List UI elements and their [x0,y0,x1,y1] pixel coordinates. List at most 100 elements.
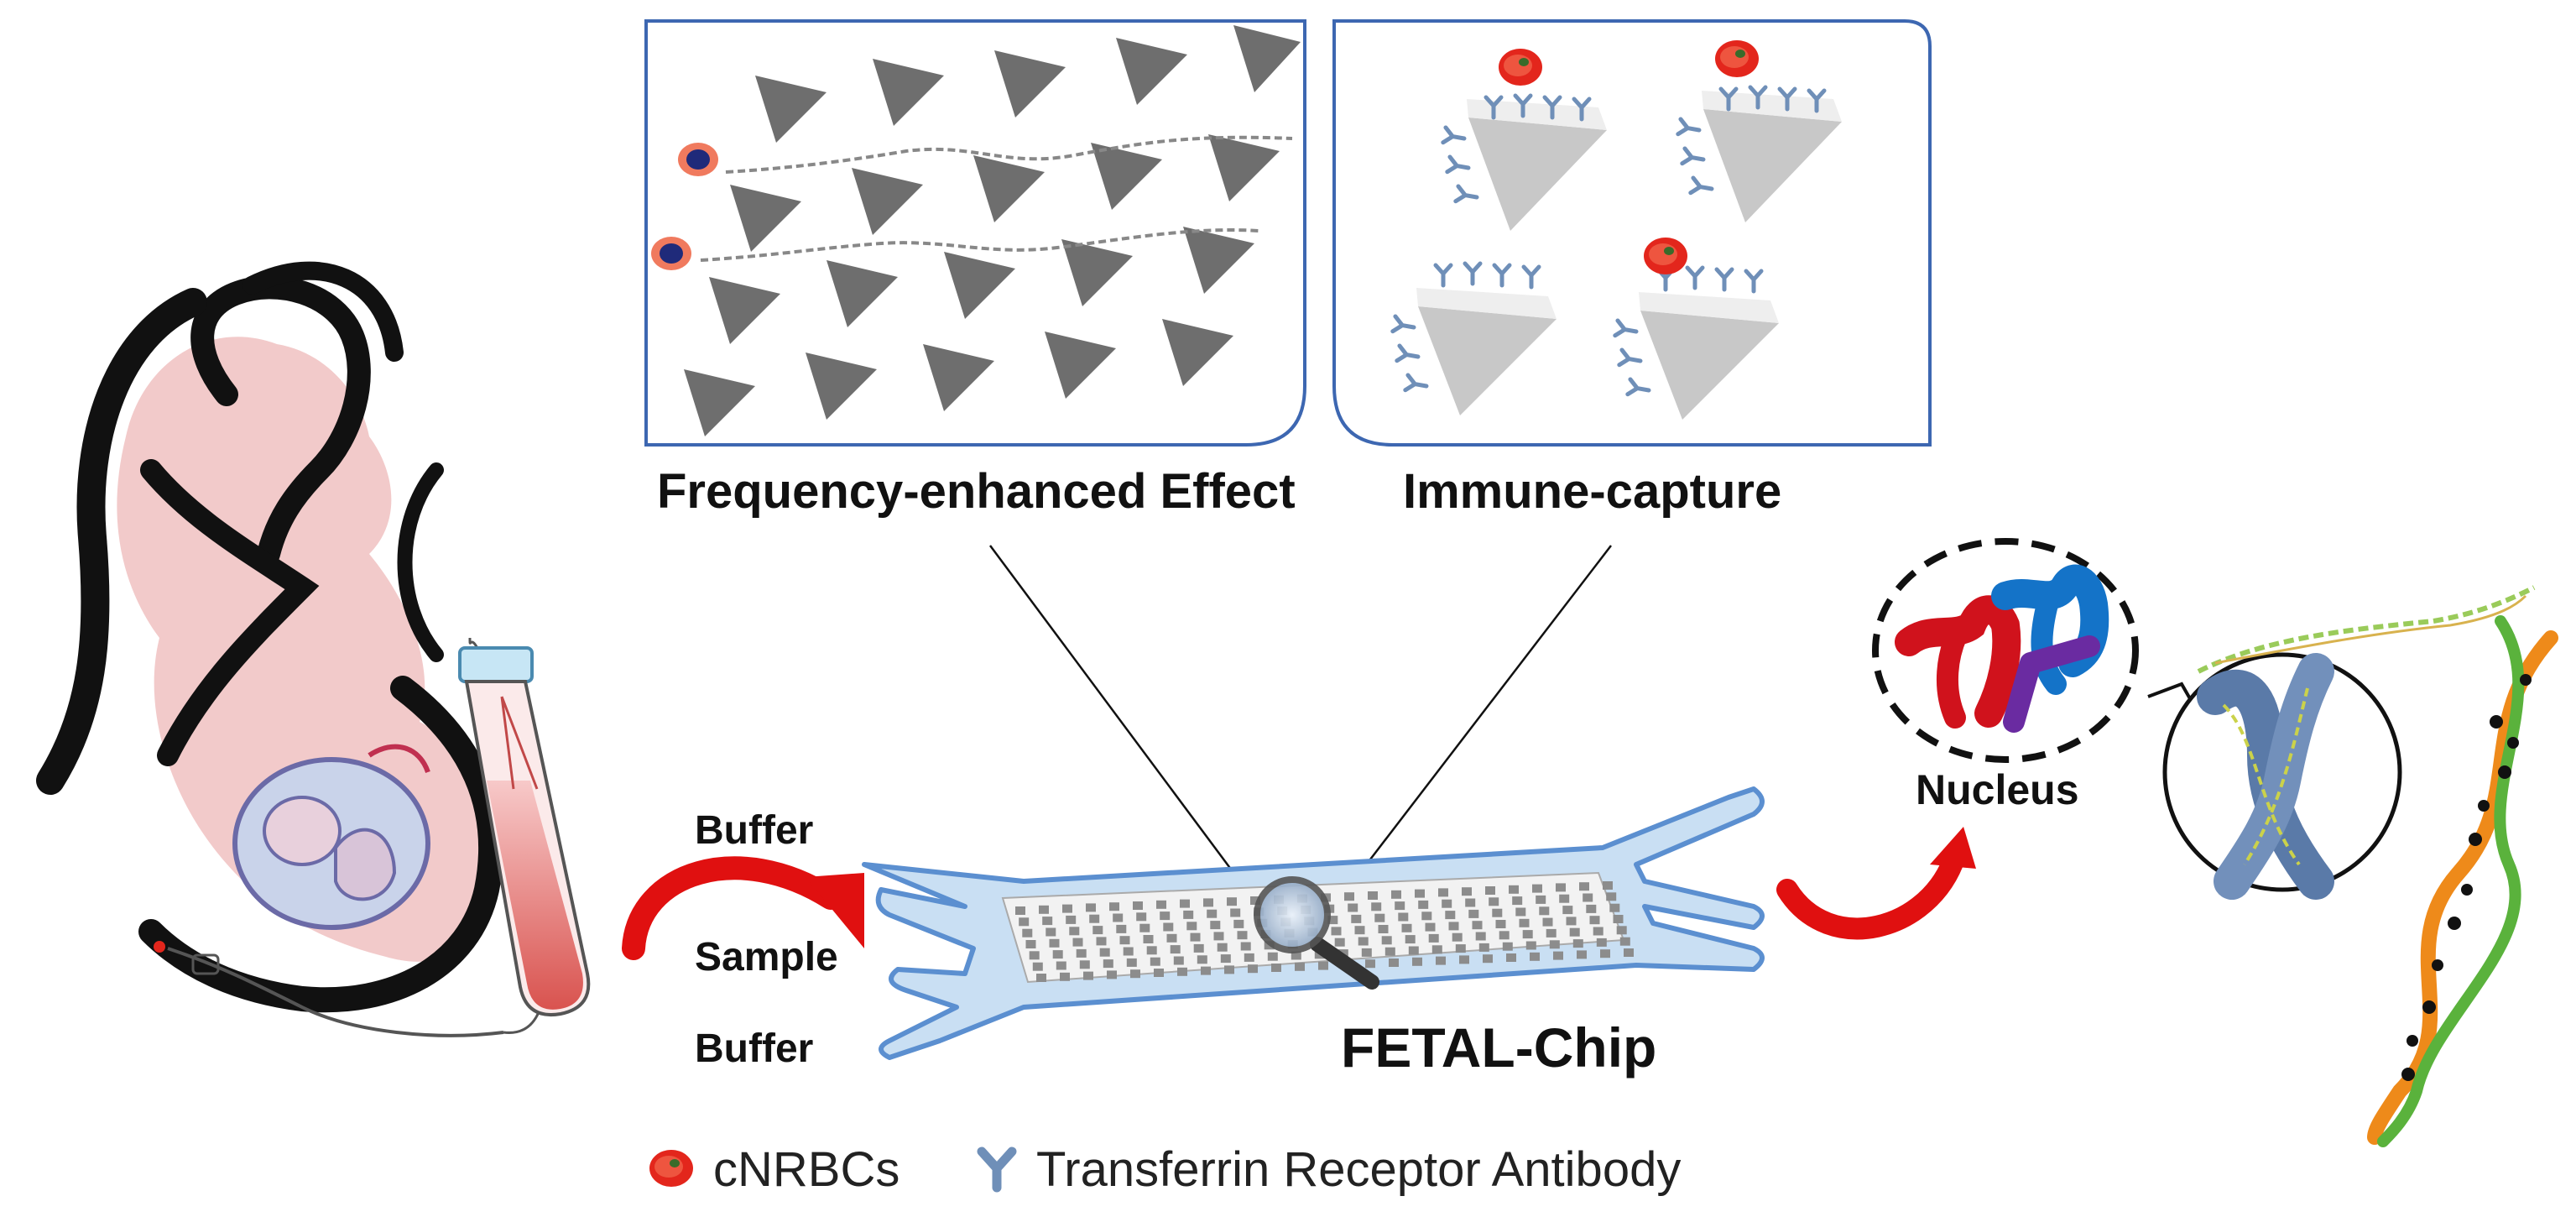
chip-pillar [1525,941,1536,950]
coated-pillar [1678,40,1842,222]
chip-pillar [1170,945,1181,954]
chip-pillar [1395,901,1405,911]
chip-pillar [1455,944,1466,953]
chip-pillar [1405,935,1416,944]
flow-arrow-in [622,856,864,960]
chip-pillar [1099,948,1110,957]
chip-pillar [1109,902,1119,911]
chip-pillar [1036,974,1046,982]
chip-pillar [1431,945,1442,954]
chip-pillar [1465,898,1476,907]
legend-cell-icon [649,1150,693,1187]
chip-pillar [1210,921,1221,930]
chip-pillar [1086,903,1096,912]
chip-pillar [1358,937,1369,946]
chip-pillar [1593,927,1603,936]
chip-pillar [1499,931,1510,940]
antibody-icon [977,1146,1017,1193]
chip-pillar [1056,961,1066,970]
chip-pillar [1160,911,1171,921]
immune-panel-title: Immune-capture [1403,464,1782,519]
chip-pillar [1438,888,1448,897]
chip-pillar [1139,923,1150,932]
chip-pillar [1049,938,1060,948]
chip-pillar [1522,930,1533,939]
chip-pillar [1039,905,1049,914]
legend-antibody-label: Transferrin Receptor Antibody [1036,1142,1682,1197]
chip-pillar [1600,949,1610,958]
chip-pillar [1107,970,1117,979]
chip-pillar [1354,926,1365,935]
chip-pillar [1207,909,1218,918]
blood-tube-illustration [458,637,591,1034]
chip-pillar [1616,926,1627,935]
chip-pillar [1549,940,1560,949]
chip-pillar [1542,917,1553,927]
chip-pillar [1177,967,1187,976]
chip-pillar [1583,893,1593,902]
chip-pillar [1103,959,1113,969]
chip-pillar [1237,931,1248,940]
chip-pillar [1589,916,1600,925]
chip-pillar [1536,895,1546,904]
chip-pillar [1398,912,1409,922]
chip-pillar [1478,943,1489,952]
chip-pillar [1365,959,1375,969]
nucleus-label: Nucleus [1916,766,2079,813]
chip-title: FETAL-Chip [1341,1016,1657,1079]
chip-pillar [1150,957,1160,966]
chip-pillar [1515,907,1526,917]
chip-pillar [1415,889,1425,898]
chip-pillar [1146,946,1157,955]
chip-pillar [1076,948,1087,958]
chip-pillar [1530,952,1540,961]
chip-pillar [1381,936,1392,945]
chip-pillar [1096,937,1107,946]
chip-pillar [1025,940,1036,948]
legend-cell-label: cNRBCs [713,1142,900,1197]
chip-pillar [1060,972,1070,981]
chip-pillar [1079,960,1090,969]
chip-pillar [1113,913,1124,922]
chip-pillar [1156,900,1166,909]
chip-pillar [1428,933,1439,943]
frequency-panel-title: Frequency-enhanced Effect [657,464,1296,519]
chip-pillar [1126,958,1137,967]
chip-pillar [1412,957,1422,966]
chip-pillar [1334,938,1345,947]
chip-pillar [1186,922,1197,931]
chip-pillar [1291,951,1301,960]
inlet-label-buffer-bottom: Buffer [695,1026,814,1071]
chip-pillar [1472,921,1483,930]
chip-pillar [1069,927,1080,936]
inlet-label-sample: Sample [695,935,838,979]
chip-pillar [1421,911,1432,921]
chip-pillar [1619,937,1630,946]
chip-pillar [1217,943,1228,952]
chip-pillar [1066,915,1077,924]
chip-pillar [1512,896,1523,906]
chip-pillar [1624,948,1634,957]
chip-pillar [1136,912,1147,922]
chip-pillar [1506,953,1516,962]
coated-pillar [1393,264,1557,415]
chip-pillar [1213,932,1224,941]
flow-arrow-out [1776,827,1976,940]
chip-pillar [1072,938,1083,947]
chip-pillar [1143,935,1154,943]
frequency-panel [644,19,1306,447]
chip-pillar [1408,946,1419,955]
chip-pillar [1603,881,1613,890]
chip-pillar [1250,896,1260,905]
chip-pillar [1183,910,1194,919]
chip-pillar [1201,966,1211,975]
chip-pillar [1203,898,1213,907]
chip-pillar [1462,887,1472,896]
chip-pillar [1475,932,1486,941]
chip-pillar [1468,909,1479,918]
chip-pillar [1220,954,1231,964]
chip-pillar [1154,969,1164,977]
chip-pillar [1586,904,1597,913]
chip-pillar [1083,971,1093,980]
chip-pillar [1436,956,1446,965]
